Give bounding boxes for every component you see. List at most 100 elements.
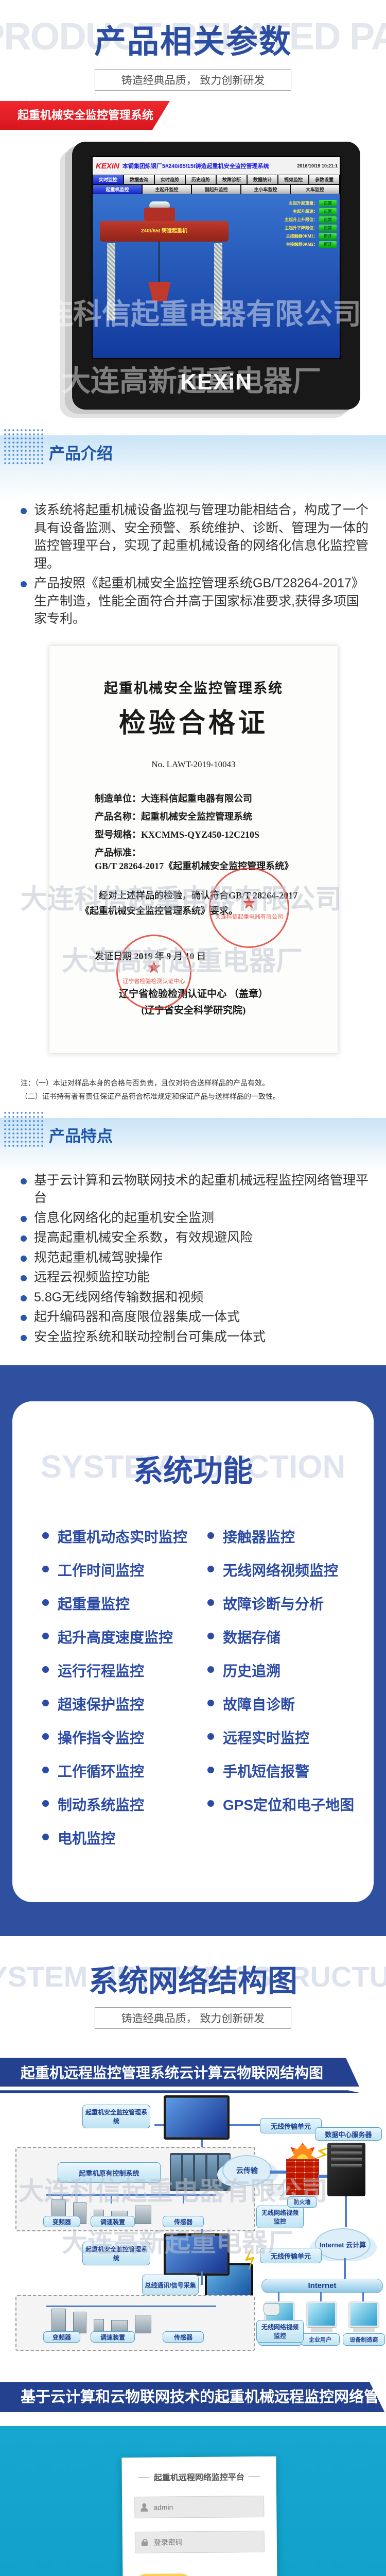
certificate-title: 检验合格证 bbox=[118, 708, 268, 738]
login-button[interactable]: 登录 bbox=[135, 2573, 192, 2576]
mini-menu-tab[interactable]: 数据统计 bbox=[248, 175, 277, 184]
plc-module bbox=[195, 2155, 205, 2190]
server-slot bbox=[331, 2164, 362, 2168]
feature-bullet: 5.8G无线网络传输数据和视频 bbox=[21, 1289, 372, 1307]
mini-status-pill: 正常 bbox=[319, 216, 337, 223]
device-icon bbox=[51, 2309, 66, 2334]
client-computer-icon bbox=[349, 2301, 379, 2333]
network-tagline: 铸造经典品质， 致力创新研发 bbox=[95, 2007, 291, 2029]
computer-screen bbox=[349, 2301, 379, 2328]
connector-line bbox=[320, 2292, 322, 2302]
mini-submenu-tab[interactable]: 大车监控 bbox=[291, 185, 339, 194]
diagram-label: 无线网络视频监控 bbox=[256, 2206, 304, 2229]
dots-decoration bbox=[3, 428, 44, 464]
diagram-label: 调速装置 bbox=[91, 2216, 135, 2228]
device-icon bbox=[135, 2206, 151, 2225]
screen-submenu: 起重机监控主起升监控副起升监控主小车监控大车监控 bbox=[93, 184, 340, 194]
connector-line bbox=[201, 2272, 203, 2285]
section-title: 产品介绍 bbox=[49, 445, 113, 463]
section-features-header: 产品特点 bbox=[0, 1110, 386, 1148]
feature-bullet: 规范起重机械驾驶操作 bbox=[21, 1249, 372, 1267]
function-item: 无线网络视频监控 bbox=[207, 1560, 358, 1580]
connector-line bbox=[362, 2292, 364, 2302]
mini-menu-tab[interactable]: 故障诊断 bbox=[217, 175, 247, 184]
user-icon bbox=[140, 2503, 148, 2512]
function-item: 故障自诊断 bbox=[207, 1693, 358, 1714]
connector-line bbox=[46, 2194, 216, 2196]
mini-status-pill: 正常 bbox=[319, 225, 337, 231]
mini-status-row: 主接触器0KM2：断开 bbox=[259, 241, 337, 248]
mini-menu-tab[interactable]: 参数设置 bbox=[309, 175, 339, 184]
mini-submenu-tab[interactable]: 主小车监控 bbox=[241, 185, 290, 194]
monitor-icon bbox=[164, 2095, 230, 2140]
function-item: 超速保护监控 bbox=[42, 1693, 193, 1714]
certificate-fields: 制造单位：大连科信起重电器有限公司产品名称：起重机械安全监控管理系统型号规格：K… bbox=[95, 791, 338, 872]
diagram-label: 变频器 bbox=[43, 2331, 80, 2343]
password-field[interactable]: 登录密码 bbox=[134, 2531, 265, 2554]
diagram-label: 调速装置 bbox=[91, 2331, 135, 2343]
product-photo: KEXiN 本钢集团炼钢厂5#240/65/15t铸造起重机安全监控管理系统 2… bbox=[0, 137, 386, 435]
field-value: 大连科信起重电器有限公司 bbox=[141, 793, 252, 804]
company-stamp: ★ 大连科信起重电器有限公司 bbox=[209, 867, 289, 948]
certificate-field: 型号规格：KXCMMS-QYZ450-12C210S bbox=[95, 827, 338, 841]
intro-bullet-list: 该系统将起重机械设备监视与管理功能相结合，构成了一个具有设备监测、安全预警、系统… bbox=[0, 501, 386, 628]
mini-status-pill: 正常 bbox=[319, 208, 337, 215]
connector-line bbox=[183, 2195, 184, 2204]
mini-submenu-tab[interactable]: 副起升监控 bbox=[192, 185, 240, 194]
network-section-header: SYSTEM NETWORK STRUCTURE DIAGRAM 系统网络结构图… bbox=[0, 1936, 386, 2055]
field-label: 产品标准： bbox=[95, 847, 141, 858]
intro-bullet: 产品按照《起重机械安全监控管理系统GB/T28264-2017》生产制造，性能全… bbox=[21, 574, 372, 628]
feature-bullet: 基于云计算和云物联网技术的起重机械远程监控网络管理平台 bbox=[21, 1172, 372, 1207]
mini-crane-trolley bbox=[144, 208, 175, 221]
connector-line bbox=[345, 2196, 347, 2228]
diagram-label: 无线传输单元 bbox=[260, 2118, 322, 2134]
diagram-label: 传感器 bbox=[163, 2331, 204, 2343]
diagram-label: 起重机安全监控管理系统 bbox=[82, 2105, 150, 2129]
diagram-label: 无线传输单元 bbox=[260, 2248, 322, 2264]
function-background-word: SYSTEM FUNCTION bbox=[40, 1449, 346, 1485]
function-item: 工作时间监控 bbox=[42, 1560, 193, 1580]
mini-status-label: 主起升下降限位： bbox=[285, 226, 318, 230]
mini-submenu-tab[interactable]: 起重机监控 bbox=[93, 185, 142, 194]
mini-status-label: 主起升起重量： bbox=[289, 201, 318, 206]
mini-status-label: 主接触器0KM2： bbox=[286, 242, 318, 247]
feature-bullet: 信息化网络化的起重机安全监测 bbox=[21, 1209, 372, 1227]
certificate-field: 产品名称：起重机械安全监控管理系统 bbox=[95, 809, 338, 823]
network-title: 系统网络结构图 bbox=[88, 1964, 297, 1998]
mini-menu-tab[interactable]: 视频监控 bbox=[278, 175, 308, 184]
function-list-right: 接触器监控无线网络视频监控故障诊断与分析数据存储历史追溯故障自诊断远程实时监控手… bbox=[193, 1526, 358, 1815]
mini-status-label: 主起升上升限位： bbox=[285, 217, 318, 222]
camera-icon bbox=[264, 2303, 280, 2316]
mini-submenu-tab[interactable]: 主起升监控 bbox=[143, 185, 191, 194]
function-item: 数据存储 bbox=[207, 1626, 358, 1647]
login-screenshot: 起重机远程网络监控平台 admin 登录密码 登录 忘记密码? 大连科信起重电器… bbox=[0, 2426, 386, 2576]
mini-menu-tab[interactable]: 实时监控 bbox=[93, 175, 123, 184]
screen-datetime: 2016/10/19 10:21:1 bbox=[297, 163, 338, 168]
mini-status-row: 主起升上升限位：正常 bbox=[259, 216, 337, 223]
firewall-icon bbox=[286, 2159, 319, 2196]
mini-crane-beam: 240t/65t 铸造起重机 bbox=[100, 221, 229, 242]
computer-base bbox=[353, 2328, 375, 2333]
datacenter-server-icon bbox=[327, 2143, 365, 2197]
system-function-section: SYSTEM FUNCTION 系统功能 起重机动态实时监控工作时间监控起重量监… bbox=[0, 1365, 386, 1937]
mini-status-row: 主起升下降限位：正常 bbox=[259, 225, 337, 231]
function-title: 系统功能 bbox=[133, 1454, 253, 1488]
connector-line bbox=[318, 2175, 327, 2178]
login-title: 起重机远程网络监控平台 bbox=[134, 2470, 264, 2483]
mini-menu-tab[interactable]: 数据查询 bbox=[124, 175, 154, 184]
function-item: 历史追溯 bbox=[207, 1660, 358, 1681]
section-title: 产品特点 bbox=[49, 1127, 113, 1145]
connector-line bbox=[46, 2306, 216, 2308]
cloud-transfer-icon: 云传输 bbox=[222, 2155, 272, 2187]
plc-icon bbox=[170, 2153, 231, 2192]
function-item: 电机监控 bbox=[42, 1827, 193, 1848]
mini-menu-tab[interactable]: 历史趋势 bbox=[186, 175, 216, 184]
mini-menu-tab[interactable]: 实时趋势 bbox=[155, 175, 185, 184]
monitor-screen bbox=[166, 2235, 227, 2274]
field-label: 型号规格： bbox=[95, 829, 141, 840]
page-title: 产品相关参数 bbox=[94, 24, 292, 60]
diagram-label: 变频器 bbox=[43, 2216, 80, 2228]
network-banner: 起重机远程监控管理系统云计算云物联网结构图 bbox=[0, 2058, 360, 2089]
username-field[interactable]: admin bbox=[134, 2496, 265, 2519]
